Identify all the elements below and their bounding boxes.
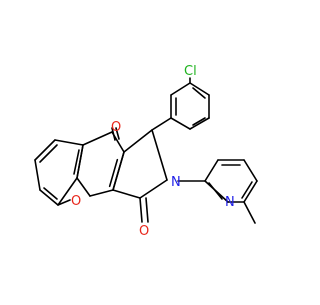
bond bbox=[111, 127, 116, 141]
bond bbox=[76, 177, 91, 197]
bond bbox=[145, 197, 149, 223]
bond bbox=[76, 144, 84, 179]
pyridine-nitrogen-label: N bbox=[225, 195, 235, 210]
bond bbox=[54, 139, 84, 146]
bond bbox=[243, 159, 258, 182]
bond bbox=[139, 197, 143, 223]
bond bbox=[82, 131, 113, 146]
bond bbox=[170, 82, 191, 96]
molecule-diagram: Cl O O O N N bbox=[34, 64, 258, 239]
bond bbox=[112, 189, 141, 199]
lactam-oxygen-label: O bbox=[139, 224, 149, 239]
bond bbox=[34, 139, 56, 161]
bond bbox=[89, 189, 114, 197]
bond bbox=[123, 129, 153, 153]
bond bbox=[139, 179, 168, 199]
bond bbox=[57, 199, 71, 206]
bond bbox=[192, 87, 206, 99]
bond bbox=[241, 181, 253, 199]
bond bbox=[34, 159, 41, 191]
bond bbox=[189, 82, 210, 96]
bond bbox=[170, 117, 191, 130]
bond bbox=[208, 182, 223, 200]
bond bbox=[108, 158, 119, 188]
structure-canvas: Cl O O O N N bbox=[34, 64, 258, 239]
bond-lines bbox=[34, 77, 258, 224]
ketone-oxygen-label: O bbox=[111, 120, 121, 135]
bond bbox=[39, 144, 58, 163]
bond bbox=[43, 187, 58, 200]
bond bbox=[39, 189, 59, 206]
bond bbox=[73, 149, 80, 175]
lactam-nitrogen-label: N bbox=[171, 175, 181, 190]
bond bbox=[115, 127, 120, 140]
bond bbox=[57, 177, 78, 206]
bond bbox=[192, 117, 206, 126]
bond bbox=[112, 151, 125, 191]
bond bbox=[204, 159, 219, 182]
bond bbox=[151, 117, 172, 131]
bond bbox=[151, 129, 168, 181]
bond bbox=[243, 201, 256, 224]
chlorine-label: Cl bbox=[184, 64, 197, 79]
bond bbox=[243, 180, 258, 203]
ring-oxygen-label: O bbox=[71, 194, 81, 209]
bond bbox=[189, 117, 210, 130]
